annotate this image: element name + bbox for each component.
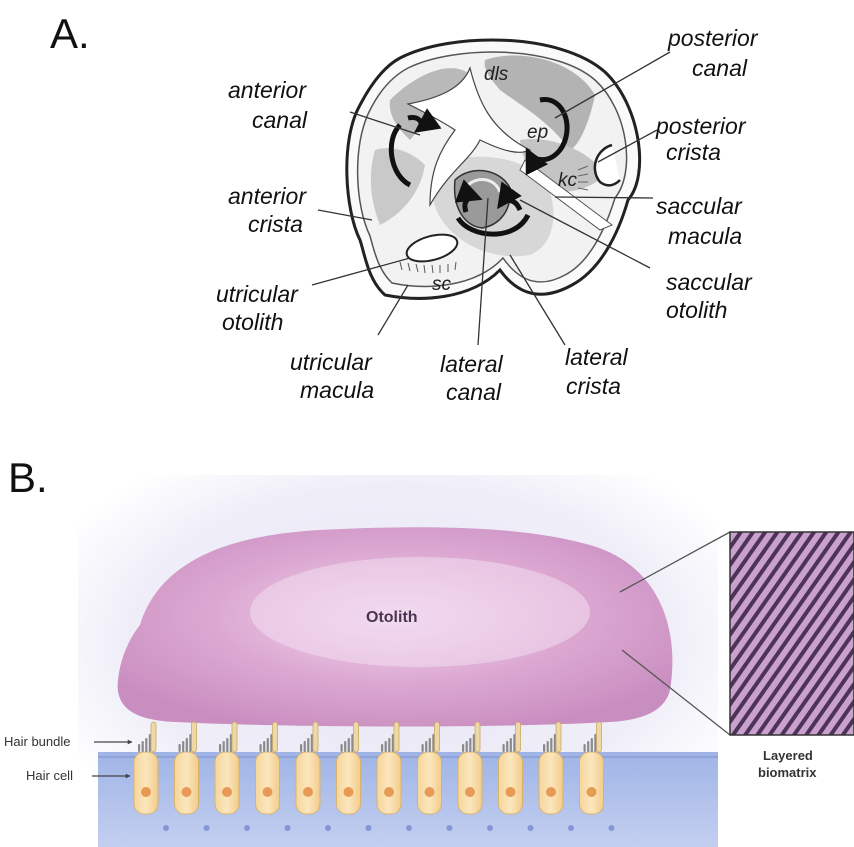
hair-cell-nucleus	[182, 787, 192, 797]
hair-cell-body	[499, 752, 523, 814]
hair-cell-body	[539, 752, 563, 814]
hair-cell-body	[296, 752, 320, 814]
label-posterior-crista-2: crista	[666, 139, 721, 165]
hair-cell-nucleus	[506, 787, 516, 797]
hair-cell-label: Hair cell	[26, 768, 73, 783]
label-anterior-crista-1: anterior	[228, 183, 307, 209]
hair-cell-nucleus	[587, 787, 597, 797]
label-anterior-crista-2: crista	[248, 211, 303, 237]
label-anterior-canal-1: anterior	[228, 77, 307, 103]
label-posterior-canal-2: canal	[692, 55, 748, 81]
label-lateral-crista-2: crista	[566, 373, 621, 399]
biomatrix-label-line2: biomatrix	[758, 765, 817, 780]
hair-cell-body	[175, 752, 199, 814]
hair-cell-nucleus	[263, 787, 273, 797]
supporting-cell-nucleus	[285, 825, 291, 831]
hair-cell-nucleus	[425, 787, 435, 797]
label-saccular-macula-1: saccular	[656, 193, 743, 219]
hair-cell-nucleus	[465, 787, 475, 797]
label-utricular-macula-2: macula	[300, 377, 374, 403]
supporting-cell-nucleus	[447, 825, 453, 831]
hair-cell-nucleus	[546, 787, 556, 797]
supporting-cell-nucleus	[163, 825, 169, 831]
supporting-cell-nucleus	[204, 825, 210, 831]
label-saccular-otolith-2: otolith	[666, 297, 727, 323]
supporting-cell-nucleus	[568, 825, 574, 831]
dls-label: dls	[484, 64, 509, 85]
hair-cell-body	[134, 752, 158, 814]
hair-cell-body	[458, 752, 482, 814]
hair-cell-nucleus	[344, 787, 354, 797]
label-saccular-otolith-1: saccular	[666, 269, 753, 295]
label-lateral-crista-1: lateral	[565, 344, 629, 370]
label-utricular-macula-1: utricular	[290, 349, 373, 375]
label-saccular-macula-2: macula	[668, 223, 742, 249]
hair-cell-body	[418, 752, 442, 814]
sc-label: sc	[432, 274, 452, 295]
label-posterior-crista-1: posterior	[655, 113, 747, 139]
label-utricular-otolith-2: otolith	[222, 309, 283, 335]
supporting-cell-nucleus	[244, 825, 250, 831]
label-lateral-canal-1: lateral	[440, 351, 504, 377]
kc-label: kc	[558, 170, 578, 191]
hair-cell-body	[256, 752, 280, 814]
supporting-cell-nucleus	[487, 825, 493, 831]
hair-cell-body	[580, 752, 604, 814]
biomatrix-label-line1: Layered	[763, 748, 813, 763]
supporting-cell-nucleus	[325, 825, 331, 831]
label-utricular-otolith-1: utricular	[216, 281, 299, 307]
supporting-cell-nucleus	[528, 825, 534, 831]
hair-cell-nucleus	[303, 787, 313, 797]
hair-cell-nucleus	[384, 787, 394, 797]
hair-cell-body	[337, 752, 361, 814]
hair-cell-nucleus	[141, 787, 151, 797]
hair-cell-body	[215, 752, 239, 814]
label-anterior-canal-2: canal	[252, 107, 308, 133]
supporting-cell-nucleus	[609, 825, 615, 831]
label-lateral-canal-2: canal	[446, 379, 502, 405]
otolith-label: Otolith	[366, 609, 418, 626]
inner-ear-drawing: dls ep kc sc	[347, 40, 640, 298]
hair-cell-nucleus	[222, 787, 232, 797]
panel-a-label: A.	[50, 10, 90, 57]
layered-biomatrix-inset	[730, 532, 854, 735]
hair-cell-body	[377, 752, 401, 814]
label-posterior-canal-1: posterior	[667, 25, 759, 51]
ep-label: ep	[527, 122, 548, 143]
supporting-cell-nucleus	[366, 825, 372, 831]
otolith-schematic: Otolith Hair bundle Hair cell Layered bi…	[4, 475, 854, 847]
supporting-cell-nucleus	[406, 825, 412, 831]
hair-bundle-label: Hair bundle	[4, 734, 71, 749]
panel-b-label: B.	[8, 454, 48, 501]
